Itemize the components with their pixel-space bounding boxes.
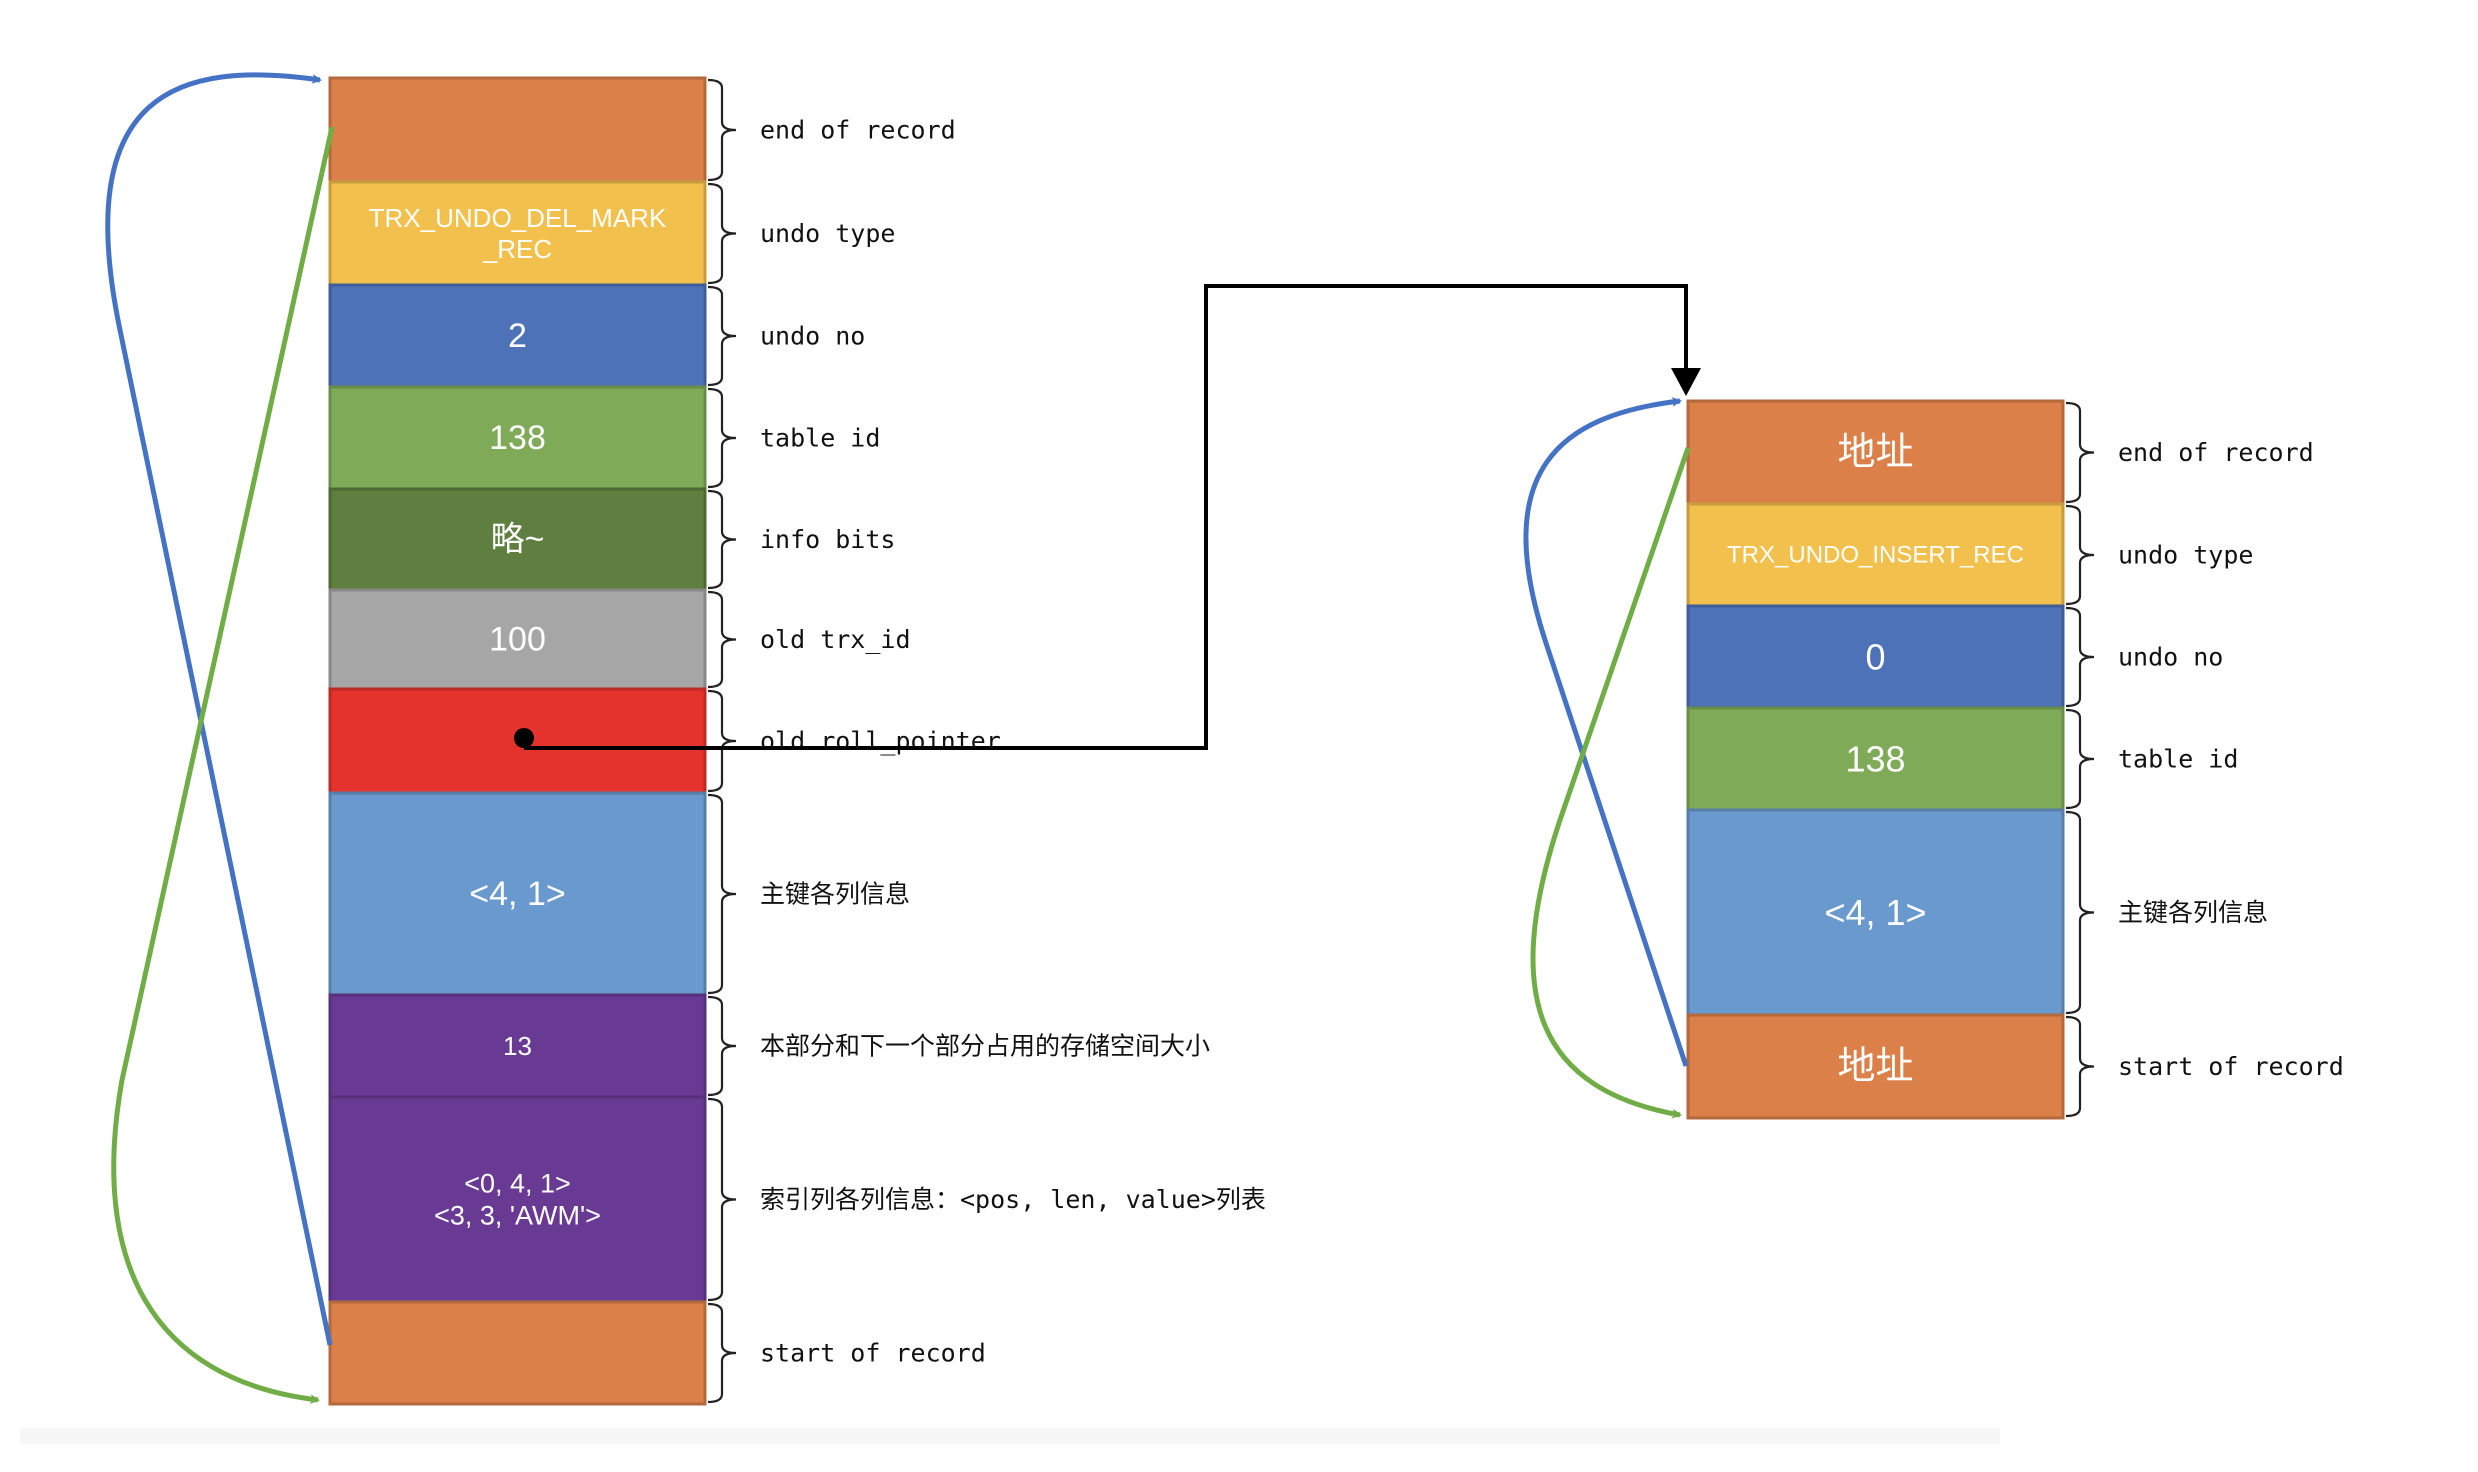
field-label: undo type xyxy=(2118,541,2253,570)
blue-arrow-icon xyxy=(105,72,333,1346)
field-label: start of record xyxy=(2118,1052,2344,1081)
field-block xyxy=(1686,808,2065,1017)
field-block xyxy=(328,1300,707,1406)
field-value: 地址 xyxy=(1837,1046,1913,1088)
brace-icon xyxy=(2065,504,2095,606)
arrowhead-down-icon xyxy=(1671,368,1701,396)
field-label: start of record xyxy=(760,1339,986,1368)
field-value: 2 xyxy=(508,317,527,355)
field-value: <3, 3, 'AWM'> xyxy=(434,1201,601,1231)
field-block xyxy=(328,487,707,592)
brace-icon xyxy=(707,590,737,689)
field-label: old roll_pointer xyxy=(760,727,1001,756)
field-value: <4, 1> xyxy=(469,875,565,913)
field-label: info bits xyxy=(760,525,895,554)
field-value: TRX_UNDO_INSERT_REC xyxy=(1727,542,2024,569)
blue-arrow-icon xyxy=(1523,396,1689,1067)
left_record-field-pos-len-value: <0, 4, 1><3, 3, 'AWM'> 索引列各列信息：<pos, len,… xyxy=(328,1095,1266,1304)
field-block xyxy=(328,180,707,287)
field-block xyxy=(1686,604,2065,710)
left_record-field-start-of-record: start of record xyxy=(328,1300,986,1406)
brace-icon xyxy=(2065,1015,2095,1118)
field-label: end of record xyxy=(760,116,956,145)
brace-icon xyxy=(707,489,737,590)
right_record-field-undo-type: TRX_UNDO_INSERT_REC undo type xyxy=(1686,502,2253,608)
right_record-field-table-id: 138 table id xyxy=(1686,706,2238,812)
brace-icon xyxy=(707,1097,737,1302)
brace-icon xyxy=(707,1302,737,1404)
field-label: undo no xyxy=(2118,643,2223,672)
field-block xyxy=(328,1095,707,1304)
field-label: table id xyxy=(760,424,880,453)
field-block xyxy=(328,385,707,491)
field-value: _REC xyxy=(482,234,552,264)
right_record-field-4: <4, 1> 主键各列信息 xyxy=(1686,808,2268,1017)
field-block xyxy=(1686,502,2065,608)
field-value: 100 xyxy=(489,621,546,659)
field-block xyxy=(328,76,707,184)
field-label: 本部分和下一个部分占用的存储空间大小 xyxy=(760,1032,1210,1061)
field-label: 主键各列信息 xyxy=(760,880,910,909)
left_record-field-undo-no: 2 undo no xyxy=(328,283,865,389)
field-label: end of record xyxy=(2118,438,2314,467)
brace-icon xyxy=(2065,810,2095,1015)
brace-icon xyxy=(707,689,737,793)
roll-pointer-dot-icon xyxy=(514,728,534,748)
left_record-field-old-trx-id: 100 old trx_id xyxy=(328,588,911,691)
field-value: TRX_UNDO_DEL_MARK xyxy=(369,203,667,233)
field-label: 索引列各列信息：<pos, len, value>列表 xyxy=(760,1185,1266,1214)
brace-icon xyxy=(2065,606,2095,708)
field-value: 地址 xyxy=(1837,432,1913,474)
roll-pointer-connector xyxy=(524,284,1688,750)
field-value: <0, 4, 1> xyxy=(464,1168,571,1198)
brace-icon xyxy=(707,793,737,995)
left_record-field-info-bits: 略~ info bits xyxy=(328,487,895,592)
field-block xyxy=(328,283,707,389)
green-arrow-icon xyxy=(111,126,335,1405)
field-value: 略~ xyxy=(491,521,545,559)
field-label: old trx_id xyxy=(760,625,911,654)
field-value: 138 xyxy=(1845,739,1905,780)
field-value: <4, 1> xyxy=(1824,892,1926,933)
field-label: undo type xyxy=(760,219,895,248)
brace-icon xyxy=(2065,708,2095,810)
left_record-field-7: <4, 1> 主键各列信息 xyxy=(328,791,910,997)
field-value: 0 xyxy=(1865,637,1885,678)
field-label: undo no xyxy=(760,322,865,351)
left_record-field-old-roll-pointer: old roll_pointer xyxy=(328,687,1001,795)
left_record-field-undo-type: TRX_UNDO_DEL_MARK_REC undo type xyxy=(328,180,895,287)
left_record-field-end-of-record: end of record xyxy=(328,76,956,184)
field-block xyxy=(1686,706,2065,812)
field-label: table id xyxy=(2118,745,2238,774)
field-label: 主键各列信息 xyxy=(2118,898,2268,927)
brace-icon xyxy=(2065,401,2095,504)
right_record-field-start-of-record: 地址 start of record xyxy=(1686,1013,2344,1120)
brace-icon xyxy=(707,387,737,489)
right_record-field-end-of-record: 地址 end of record xyxy=(1686,399,2314,506)
field-block xyxy=(1686,1013,2065,1120)
left_record-field-8: 13 本部分和下一个部分占用的存储空间大小 xyxy=(328,993,1210,1099)
field-value: 138 xyxy=(489,419,546,457)
brace-icon xyxy=(707,78,737,182)
left_record-field-table-id: 138 table id xyxy=(328,385,880,491)
field-block xyxy=(328,993,707,1099)
right_record-field-undo-no: 0 undo no xyxy=(1686,604,2223,710)
field-value: 13 xyxy=(503,1031,532,1061)
arrows-layer xyxy=(105,72,1701,1405)
brace-icon xyxy=(707,995,737,1097)
bottom-shadow-strip xyxy=(20,1428,2000,1444)
brace-icon xyxy=(707,285,737,387)
brace-icon xyxy=(707,182,737,285)
green-arrow-icon xyxy=(1530,447,1691,1119)
